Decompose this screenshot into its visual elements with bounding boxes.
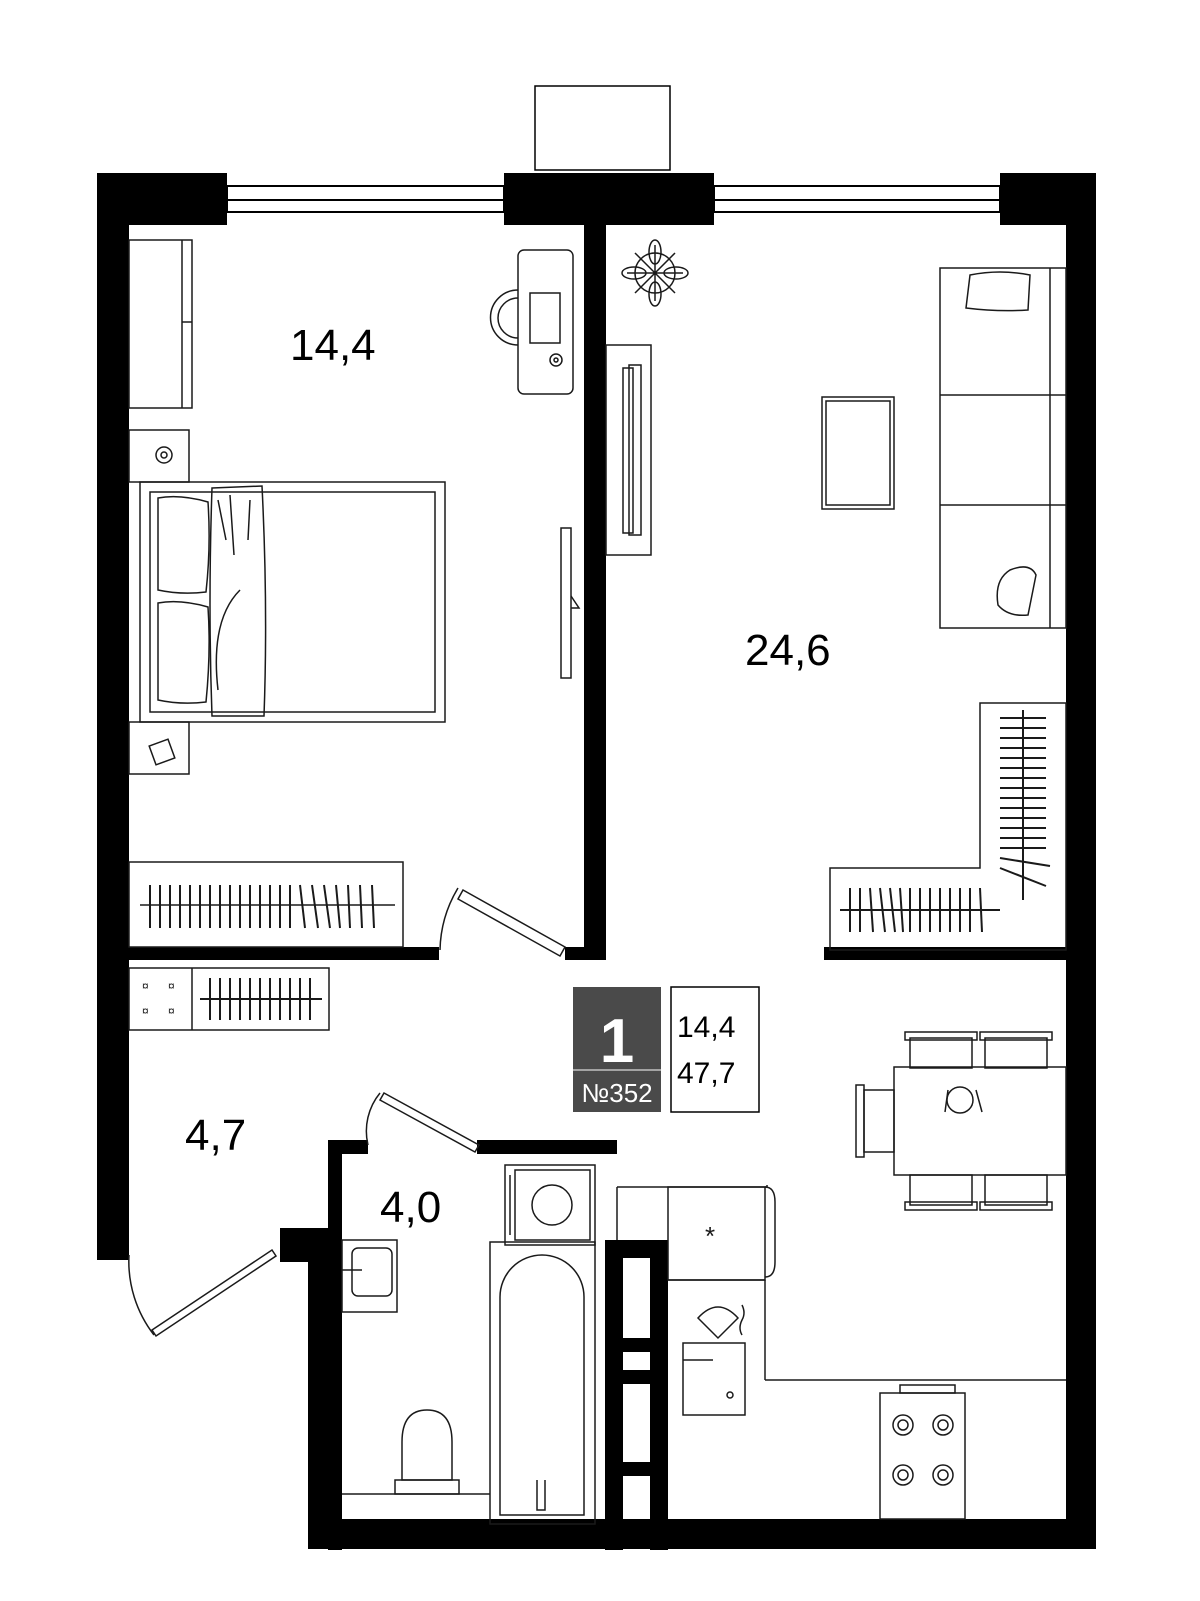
entrance-door	[128, 1248, 278, 1338]
plant-icon	[621, 239, 689, 307]
windows	[226, 185, 1001, 213]
living-furniture	[605, 239, 1067, 951]
hall-hangers	[209, 978, 311, 1020]
badge-total-area: 47,7	[677, 1057, 735, 1090]
balcony	[534, 85, 671, 171]
svg-text:*: *	[705, 1221, 715, 1251]
svg-text:¤: ¤	[168, 979, 175, 993]
living-wardrobe-hangers	[840, 710, 1051, 933]
hall-area: 4,7	[185, 1111, 246, 1160]
apartment-badge: 1 №352 14,4 47,7	[573, 986, 760, 1113]
badge-area-box	[670, 986, 760, 1113]
bedroom-door	[439, 887, 567, 958]
bathroom-area: 4,0	[380, 1183, 441, 1232]
bedroom-furniture	[128, 239, 581, 948]
walls	[97, 173, 1096, 1550]
badge-living-area: 14,4	[677, 1011, 735, 1044]
bedroom-wardrobe-hangers	[149, 884, 375, 929]
rooms-count: 1	[600, 1007, 634, 1076]
bathroom-furniture	[341, 1091, 596, 1525]
svg-text:¤: ¤	[168, 1004, 175, 1018]
kitchen-furniture: *	[616, 1031, 1067, 1520]
apartment-number: №352	[581, 1078, 652, 1108]
badge-background	[573, 987, 661, 1112]
living-area: 24,6	[745, 626, 831, 675]
svg-text:¤: ¤	[142, 1004, 149, 1018]
bedroom-area: 14,4	[290, 321, 376, 370]
svg-text:¤: ¤	[142, 979, 149, 993]
